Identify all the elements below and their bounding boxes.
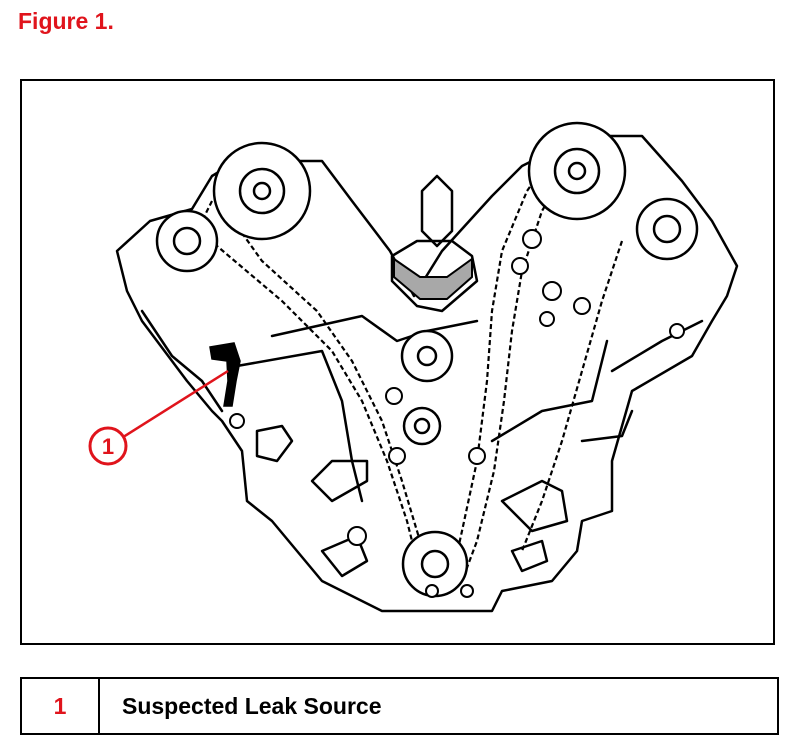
legend-row: 1 Suspected Leak Source (20, 677, 779, 735)
callout-leader-line (119, 369, 229, 441)
figure-title: Figure 1. (18, 8, 114, 34)
chain-guide-top (393, 257, 473, 300)
left-idler-pulley (155, 209, 219, 273)
legend-table: 1 Suspected Leak Source (20, 677, 779, 735)
engine-timing-chain-drawing: 1 (88, 121, 739, 613)
engine-block-outline (115, 134, 739, 613)
legend-number: 1 (20, 677, 100, 735)
callout-number: 1 (102, 434, 114, 459)
right-camshaft-sprocket (527, 121, 627, 221)
right-idler-pulley (635, 197, 699, 261)
left-camshaft-sprocket (212, 141, 312, 241)
legend-description: Suspected Leak Source (98, 677, 779, 735)
leak-source-marker (209, 342, 241, 407)
figure-frame: 1 (20, 79, 775, 645)
center-idler-sprocket (400, 329, 454, 383)
callout-circle (88, 426, 128, 466)
